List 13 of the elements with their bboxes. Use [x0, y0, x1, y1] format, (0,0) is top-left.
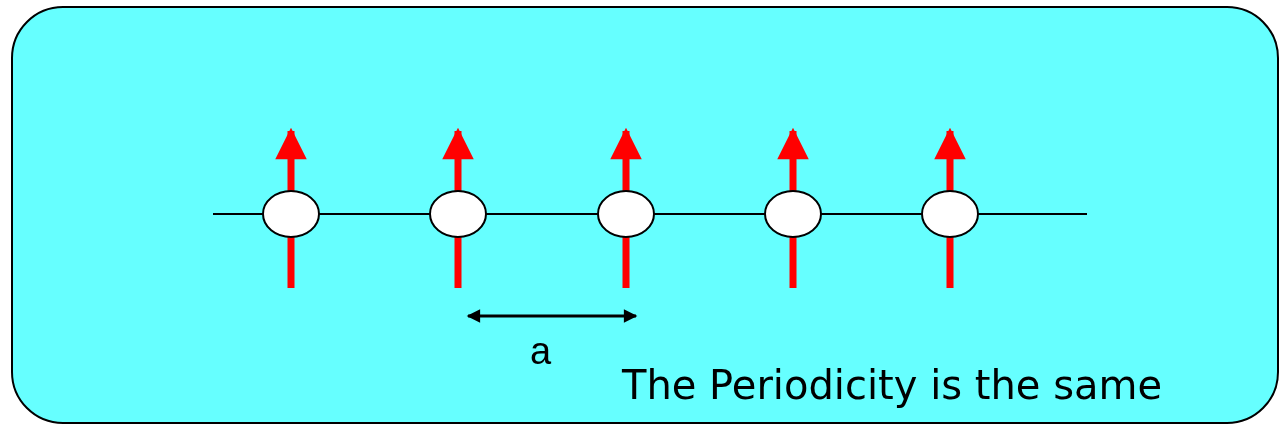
- atom-circle: [262, 190, 320, 238]
- connecting-line: [212, 213, 264, 215]
- connecting-line: [318, 213, 431, 215]
- atom-circle: [921, 190, 979, 238]
- lattice-spacing-label: a: [530, 330, 552, 373]
- connecting-line: [485, 213, 599, 215]
- connecting-line: [820, 213, 923, 215]
- connecting-line: [977, 213, 1088, 215]
- connecting-line: [653, 213, 766, 215]
- caption-text: The Periodicity is the same: [622, 362, 1163, 408]
- atom-circle: [597, 190, 655, 238]
- atom-circle: [429, 190, 487, 238]
- atom-circle: [764, 190, 822, 238]
